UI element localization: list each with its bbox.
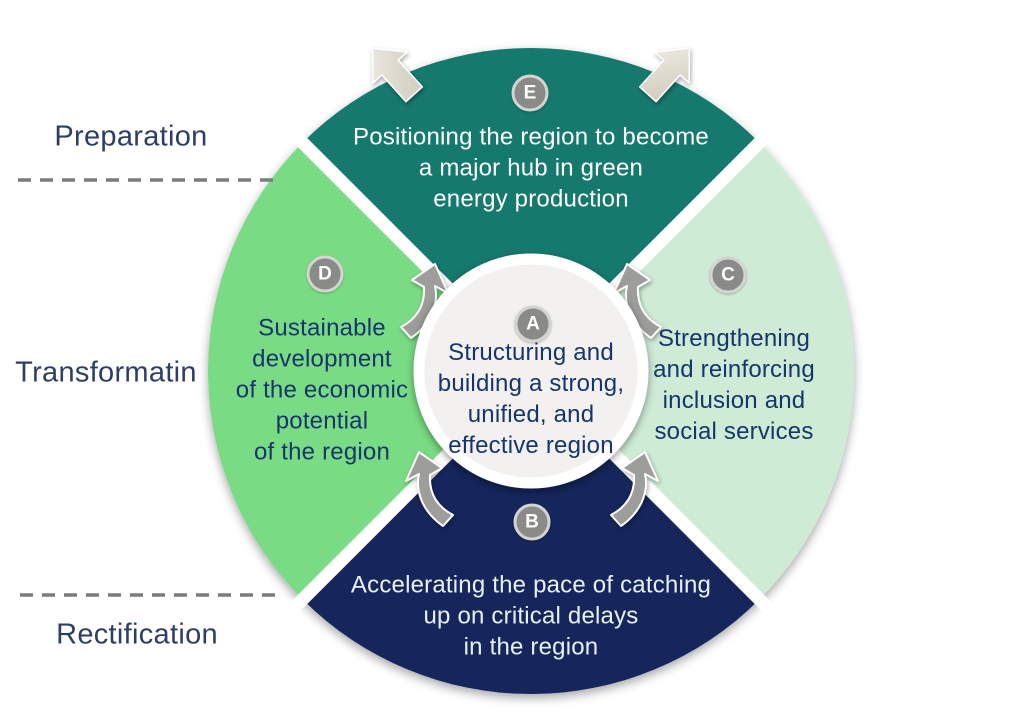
phase-label-preparation: Preparation — [54, 120, 208, 153]
segment-bottom-text: Accelerating the pace of catching up on … — [350, 571, 712, 661]
sector-top-e — [302, 47, 760, 371]
phase-label-rectification: Rectification — [56, 618, 218, 651]
badge-d: D — [306, 255, 344, 293]
segment-top-text: Positioning the region to become a major… — [353, 123, 709, 213]
badge-b: B — [513, 503, 551, 541]
sector-left-d — [207, 142, 531, 600]
center-hub-circle — [413, 253, 649, 489]
badge-c: C — [709, 256, 747, 294]
badge-a: A — [514, 305, 552, 343]
segment-right-text: Strengthening and reinforcing inclusion … — [653, 325, 815, 445]
arrow-out-top-right-icon — [639, 47, 691, 103]
phase-label-transformation: Transformatin — [15, 356, 197, 389]
curved-arrow-b-to-c-icon — [610, 451, 659, 527]
center-hub-text: Structuring and building a strong, unifi… — [437, 339, 625, 459]
badge-e: E — [511, 74, 549, 112]
exit-arrows — [371, 47, 691, 103]
arrow-out-top-left-icon — [371, 47, 423, 103]
segment-left-text: Sustainable development of the economic … — [235, 314, 409, 466]
curved-arrow-b-to-d-icon — [405, 451, 454, 527]
sector-right-c — [531, 142, 855, 600]
